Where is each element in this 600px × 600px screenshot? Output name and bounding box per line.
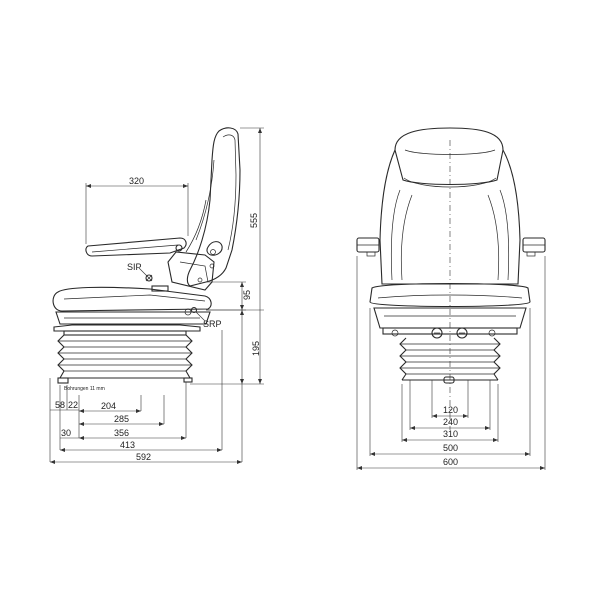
- dim-240: 240: [443, 417, 458, 427]
- sip-label: SIP: [127, 262, 142, 272]
- lumbar-knob: [206, 241, 223, 256]
- knob-right: [456, 327, 468, 339]
- seat-cushion-side: [52, 286, 212, 312]
- dim-58: 58: [55, 400, 65, 410]
- armrest-pivot: [175, 244, 183, 252]
- dim-320: 320: [129, 176, 144, 186]
- srp-marker: [190, 306, 198, 314]
- dim-500: 500: [443, 443, 458, 453]
- dim-22: 22: [68, 400, 78, 410]
- dim-30: 30: [61, 428, 71, 438]
- armrest-side: [85, 237, 187, 257]
- dim-285: 285: [114, 414, 129, 424]
- headrest-front: [394, 127, 504, 186]
- dim-600: 600: [443, 457, 458, 467]
- dim-592: 592: [136, 452, 151, 462]
- knob-left: [431, 327, 443, 339]
- front-view: 120 240 310 500 600: [356, 127, 546, 470]
- bellows-side: [57, 330, 193, 384]
- dim-555: 555: [249, 213, 259, 228]
- dim-195: 195: [251, 341, 261, 356]
- seat-base-front: [373, 307, 527, 329]
- srp-label: SRP: [203, 319, 222, 329]
- dim-95: 95: [242, 290, 252, 300]
- bohrungen-note: Bohrungen 11 mm: [64, 386, 105, 392]
- dim-356: 356: [114, 428, 129, 438]
- dim-413: 413: [120, 440, 135, 450]
- dim-310: 310: [443, 429, 458, 439]
- side-view: SIP SRP Bohrungen 11 mm: [49, 127, 264, 464]
- sip-marker: [145, 274, 153, 282]
- seat-base-side: [55, 311, 211, 325]
- seat-cushion-front: [369, 282, 531, 308]
- dim-204: 204: [101, 401, 116, 411]
- dim-120: 120: [443, 405, 458, 415]
